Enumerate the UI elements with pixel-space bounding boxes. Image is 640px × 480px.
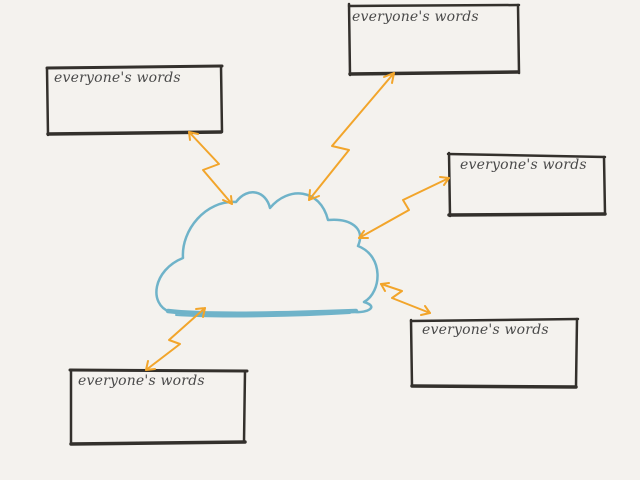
lightning-arrow-icon <box>358 176 450 239</box>
lightning-arrows <box>145 72 450 371</box>
cloud-icon <box>155 191 379 318</box>
lightning-arrow-icon <box>188 131 233 205</box>
word-box-top-center <box>347 2 521 77</box>
box-label-top-left: everyone's words <box>54 70 181 86</box>
box-label-right-lower: everyone's words <box>422 322 549 338</box>
box-label-right-upper: everyone's words <box>460 157 587 173</box>
word-box-right-upper <box>446 151 607 218</box>
lightning-arrow-icon <box>308 72 395 201</box>
word-box-right-lower <box>409 317 580 389</box>
lightning-arrow-icon <box>380 282 431 316</box>
box-label-bottom-left: everyone's words <box>78 373 205 389</box>
box-label-top-center: everyone's words <box>352 9 479 25</box>
word-box-bottom-left <box>68 368 249 446</box>
lightning-arrow-icon <box>145 307 206 371</box>
